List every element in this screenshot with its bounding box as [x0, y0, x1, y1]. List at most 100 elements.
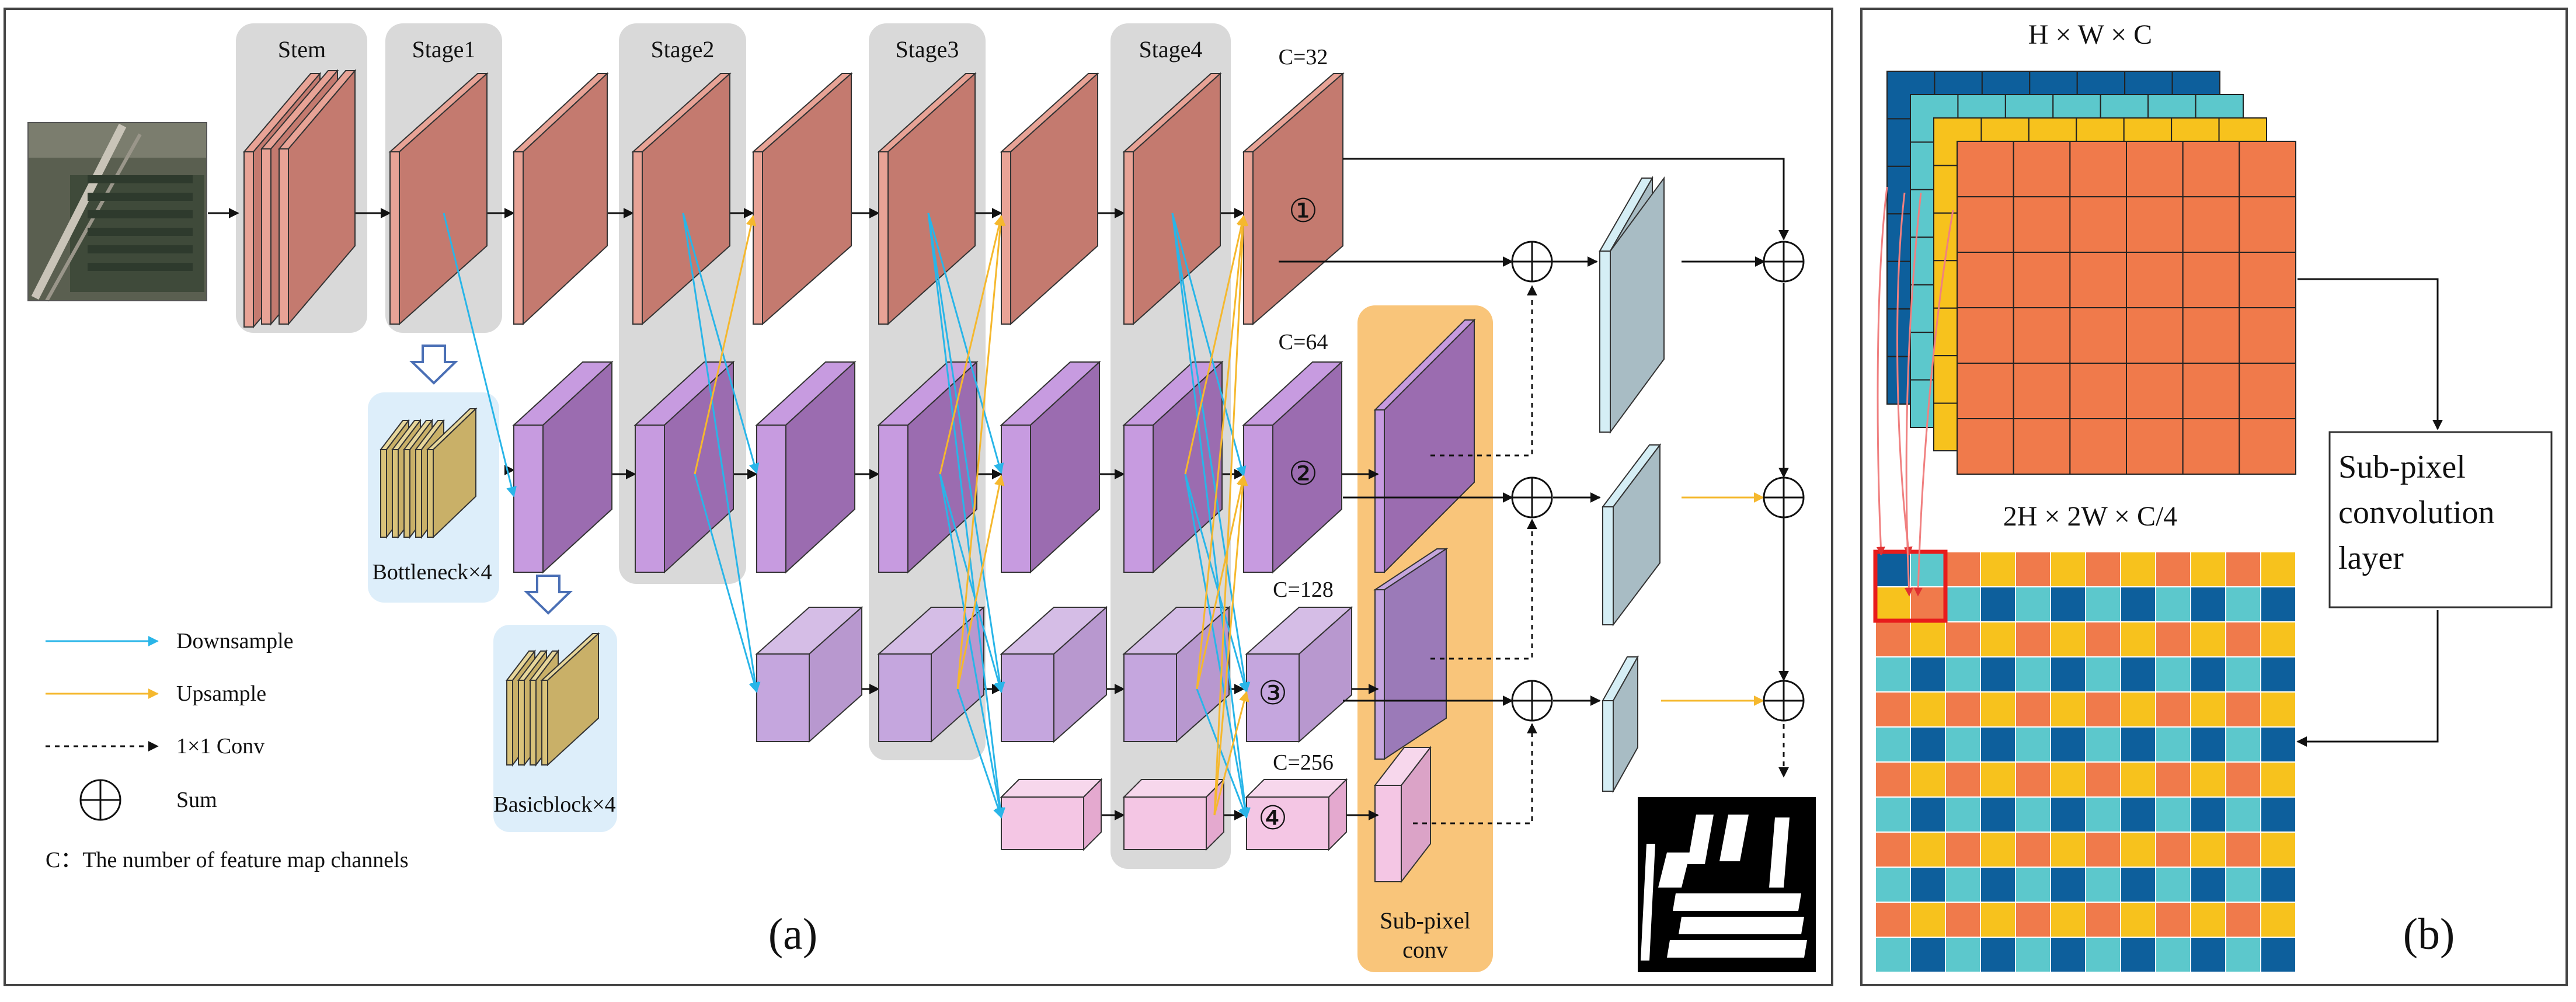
checker-cell	[2050, 551, 2086, 587]
checker-cell	[2085, 902, 2121, 938]
orange-layer-cell	[1957, 307, 2014, 364]
purple-map-5	[1000, 360, 1101, 574]
sum-node-5	[1763, 476, 1805, 519]
branch-marker-4: ④	[1258, 801, 1287, 837]
channel-label-64: C=64	[1279, 330, 1328, 354]
checker-cell	[2050, 761, 2086, 798]
checker-cell	[2190, 621, 2226, 657]
orange-layer-cell	[2126, 196, 2184, 253]
checker-cell	[1910, 902, 1946, 938]
upsample-fusion-lines	[1661, 492, 1764, 706]
orange-layer-cell	[1957, 196, 2014, 253]
checker-cell	[2225, 867, 2261, 903]
teal-map-3	[1602, 655, 1639, 794]
orange-layer-cell	[2013, 418, 2071, 475]
checker-cell	[2260, 551, 2296, 587]
checker-cell	[2225, 551, 2261, 587]
checker-cell	[2050, 621, 2086, 657]
checker-cell	[2120, 761, 2156, 798]
bottleneck-blocks	[379, 407, 478, 539]
orange-layer-cell	[2239, 418, 2296, 475]
checker-cell	[1945, 867, 1981, 903]
checker-cell	[2050, 586, 2086, 622]
checker-cell	[1875, 796, 1911, 833]
teal-map-1b	[1610, 176, 1665, 434]
checker-cell	[1910, 726, 1946, 763]
checker-cell	[1910, 831, 1946, 868]
checker-cell	[2050, 937, 2086, 973]
bottleneck-label: Bottleneck×4	[372, 560, 492, 584]
checker-cell	[2190, 551, 2226, 587]
checker-cell	[1875, 902, 1911, 938]
channel-label-256: C=256	[1273, 750, 1334, 775]
checker-cell	[2050, 691, 2086, 728]
teal-map-2	[1601, 443, 1662, 627]
checker-cell	[2190, 867, 2226, 903]
checker-cell	[2015, 586, 2051, 622]
checker-cell	[1945, 551, 1981, 587]
panel-a-frame	[4, 8, 1833, 986]
checker-cell	[1910, 551, 1946, 587]
checker-cell	[1980, 761, 2016, 798]
fusion-lines	[1279, 158, 1789, 706]
orange-layer-cell	[2126, 307, 2184, 364]
downsample-connections	[443, 213, 1251, 819]
orange-layer-cell	[2126, 252, 2184, 308]
legend-sum-icon	[79, 779, 121, 821]
checker-cell	[1945, 761, 1981, 798]
checker-cell	[1980, 831, 2016, 868]
subpixel-layer-box	[2328, 431, 2553, 608]
checker-cell	[1945, 586, 1981, 622]
checker-cell	[1945, 937, 1981, 973]
subpixel-label-line2: conv	[1402, 937, 1448, 963]
checker-cell	[1980, 586, 2016, 622]
orange-layer-cell	[2069, 363, 2127, 419]
checker-cell	[2085, 796, 2121, 833]
stage-label-stage3: Stage3	[896, 36, 959, 62]
checker-cell	[2015, 937, 2051, 973]
sum-nodes	[1511, 241, 1805, 722]
orange-layer-cell	[2126, 418, 2184, 475]
checker-cell	[1875, 656, 1911, 693]
checker-cell	[1980, 691, 2016, 728]
checker-cell	[2260, 796, 2296, 833]
checker-cell	[2155, 796, 2191, 833]
checker-cell	[1875, 726, 1911, 763]
checker-cell	[2260, 867, 2296, 903]
checker-cell	[1910, 761, 1946, 798]
row-lavender-feature-maps	[755, 606, 1353, 743]
checker-cell	[2155, 551, 2191, 587]
red-map-stage1	[388, 72, 489, 326]
checker-cell	[2155, 937, 2191, 973]
checker-grid	[1875, 551, 2296, 973]
stage-label-stage1: Stage1	[412, 36, 476, 62]
checker-cell	[2120, 867, 2156, 903]
orange-layer-cell	[2239, 307, 2296, 364]
orange-layer-cell	[2239, 141, 2296, 197]
checker-cell	[2155, 902, 2191, 938]
checker-cell	[2260, 902, 2296, 938]
checker-cell	[2155, 586, 2191, 622]
checker-cell	[2190, 761, 2226, 798]
checker-cell	[2225, 831, 2261, 868]
checker-cell	[2225, 902, 2261, 938]
sum-node-4	[1763, 241, 1805, 283]
checker-cell	[2015, 726, 2051, 763]
top-grid-label: H × W × C	[2028, 19, 2152, 50]
orange-layer-cell	[2182, 307, 2240, 364]
orange-layer-cell	[2182, 418, 2240, 475]
checker-cell	[2190, 902, 2226, 938]
checker-cell	[2085, 551, 2121, 587]
checker-cell	[1910, 656, 1946, 693]
orange-layer-cell	[2069, 196, 2127, 253]
legend: Downsample Upsample 1×1 Conv Sum C：The n…	[46, 629, 409, 872]
legend-upsample-label: Upsample	[176, 681, 266, 706]
output-segmentation-mask	[1638, 797, 1816, 972]
orange-layer-cell	[2239, 363, 2296, 419]
checker-cell	[1910, 937, 1946, 973]
checker-cell	[2155, 691, 2191, 728]
checker-cell	[1875, 691, 1911, 728]
conv-dotted-lines	[1413, 285, 1789, 824]
checker-cell	[2155, 761, 2191, 798]
